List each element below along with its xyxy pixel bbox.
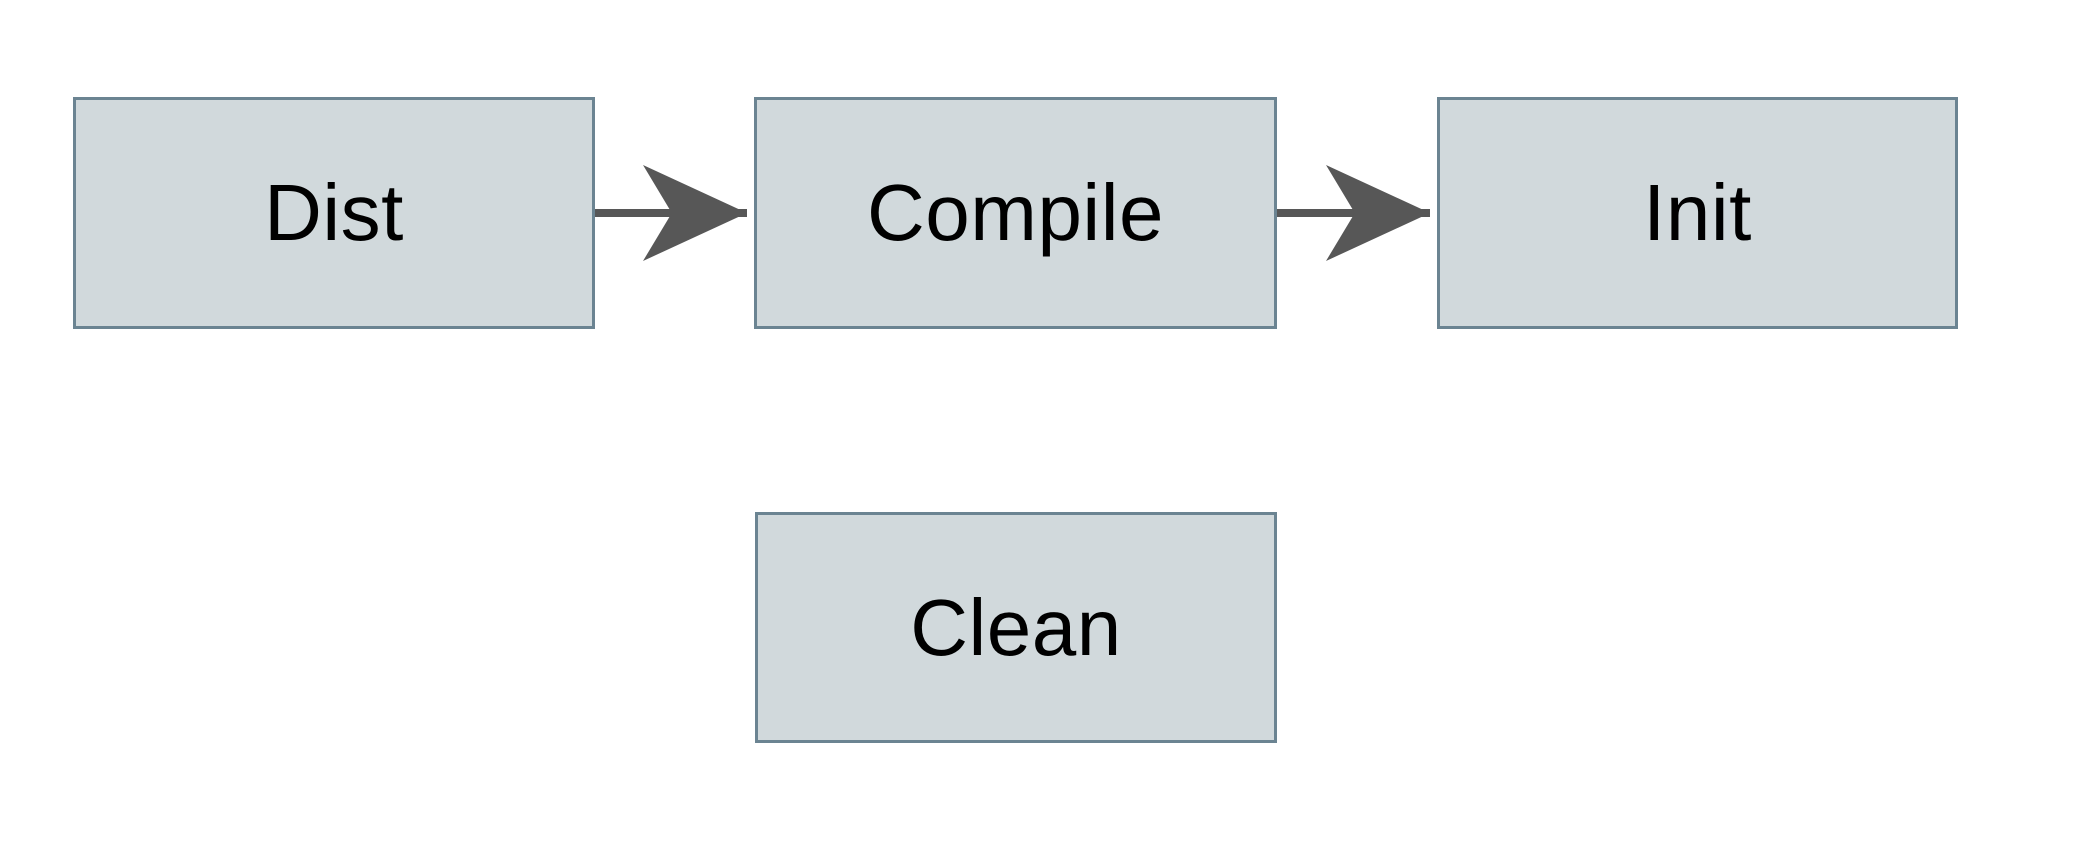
node-init[interactable]: Init <box>1437 97 1958 329</box>
node-dist-label: Dist <box>264 168 404 257</box>
node-compile-label: Compile <box>867 168 1164 257</box>
node-clean[interactable]: Clean <box>755 512 1277 743</box>
node-clean-label: Clean <box>910 582 1122 672</box>
node-compile[interactable]: Compile <box>754 97 1277 329</box>
node-dist[interactable]: Dist <box>73 97 595 329</box>
node-init-label: Init <box>1643 168 1752 257</box>
